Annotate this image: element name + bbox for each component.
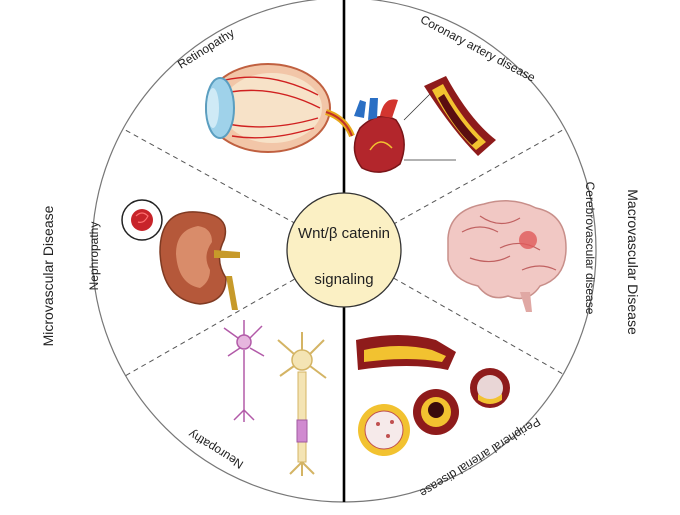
neuron-illustration-large <box>277 332 327 476</box>
brain-illustration <box>447 200 567 312</box>
neuron-illustration-small <box>223 320 265 422</box>
macrovascular-label: Macrovascular Disease <box>625 189 641 335</box>
peripheral-artery-illustration <box>356 335 510 456</box>
eye-illustration <box>205 63 355 153</box>
coronary-artery-illustration <box>424 76 496 156</box>
nephropathy-label: Nephropathy <box>87 222 101 291</box>
sector-dividers <box>117 125 571 381</box>
center-circle <box>286 192 402 308</box>
center-label-line2: signaling <box>314 271 373 288</box>
microvascular-label: Microvascular Disease <box>40 205 56 346</box>
center-label-line1: Wnt/β catenin <box>298 225 390 242</box>
cerebrovascular-label: Cerebrovascular disease <box>583 182 597 315</box>
kidney-illustration <box>121 199 240 310</box>
heart-illustration <box>353 85 456 173</box>
